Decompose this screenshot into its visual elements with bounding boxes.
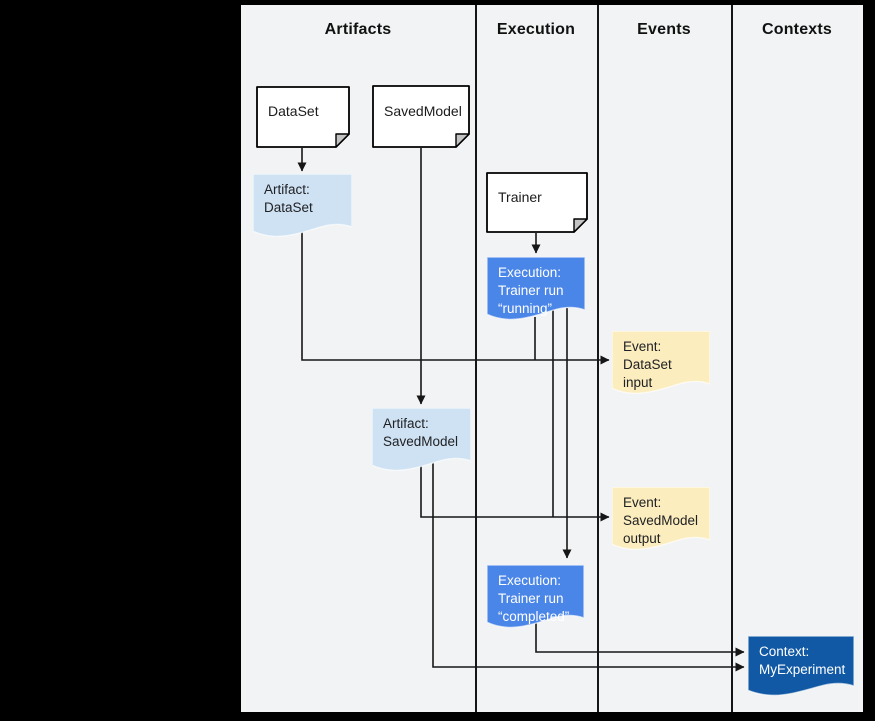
node-execution-running: Execution: Trainer run “running” xyxy=(487,257,585,320)
node-label: Execution: Trainer run “running” xyxy=(498,265,564,316)
node-trainer: Trainer xyxy=(486,172,588,233)
column-divider-artifacts-execution xyxy=(475,5,477,712)
node-label: Artifact: SavedModel xyxy=(383,416,459,449)
column-header-artifacts: Artifacts xyxy=(324,21,392,38)
node-event-savedmodel-output: Event: SavedModel output xyxy=(612,487,710,550)
node-label: SavedModel xyxy=(384,102,462,119)
sheet-shape xyxy=(486,172,588,233)
node-label: Context: MyExperiment xyxy=(759,644,846,677)
document-shape xyxy=(487,257,585,320)
node-label: Trainer xyxy=(498,189,542,205)
edge-artifact-savedmodel-to-context xyxy=(432,462,745,672)
column-divider-events-contexts xyxy=(731,5,733,712)
sheet-shape xyxy=(256,86,350,148)
edge-artifact-dataset-to-event-dataset-input xyxy=(301,232,610,365)
node-label: Execution: Trainer run “completed” xyxy=(498,573,570,624)
node-label: Event: DataSet input xyxy=(623,339,672,390)
column-divider-execution-events xyxy=(597,5,599,712)
node-execution-completed: Execution: Trainer run “completed” xyxy=(487,565,584,628)
document-shape xyxy=(487,565,584,628)
node-artifact-savedmodel: Artifact: SavedModel xyxy=(372,408,471,471)
node-label: Artifact: DataSet xyxy=(264,182,313,215)
diagram-canvas: Artifacts Execution Events Contexts Data… xyxy=(241,5,863,712)
sheet-shape xyxy=(372,85,470,148)
column-header-execution: Execution xyxy=(496,21,576,38)
document-shape xyxy=(748,636,854,696)
column-header-events: Events xyxy=(637,21,691,38)
node-event-dataset-input: Event: DataSet input xyxy=(612,331,710,394)
document-shape xyxy=(612,487,710,550)
node-label: DataSet xyxy=(268,103,319,120)
node-dataset: DataSet xyxy=(256,86,350,148)
node-savedmodel: SavedModel xyxy=(372,85,470,148)
column-header-contexts: Contexts xyxy=(761,21,833,38)
edge-execution-completed-to-context xyxy=(535,622,745,657)
node-artifact-dataset: Artifact: DataSet xyxy=(253,174,352,237)
document-shape xyxy=(253,174,352,237)
connector-layer xyxy=(297,148,745,672)
document-shape xyxy=(372,408,471,471)
node-context-myexperiment: Context: MyExperiment xyxy=(748,636,854,696)
node-label: Event: SavedModel output xyxy=(623,495,699,546)
document-shape xyxy=(612,331,710,394)
edge-artifact-savedmodel-to-event-savedmodel-output xyxy=(420,465,610,522)
